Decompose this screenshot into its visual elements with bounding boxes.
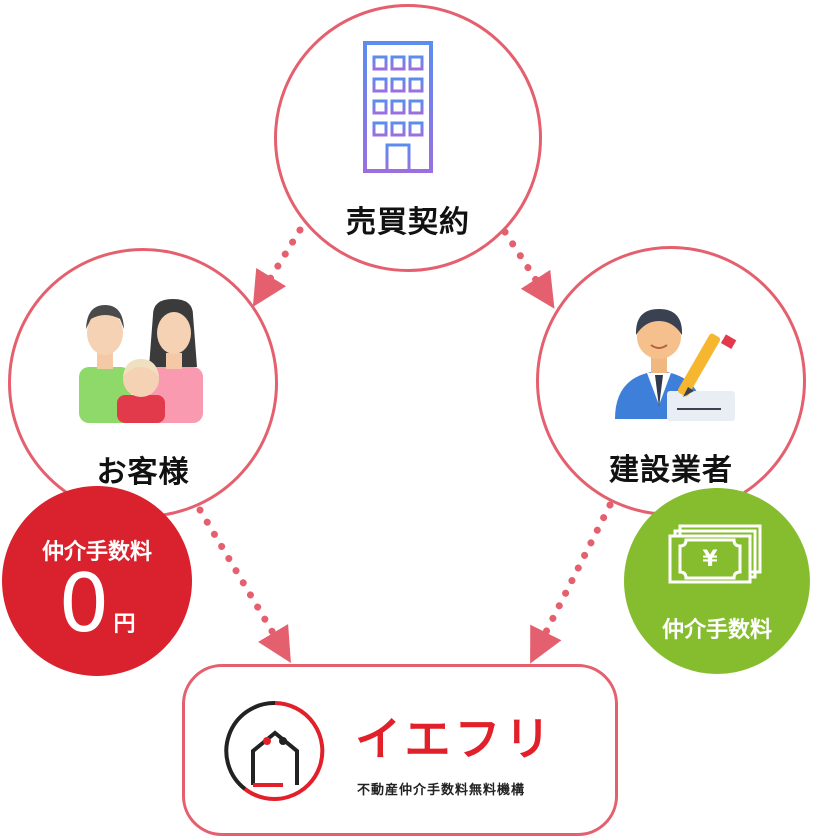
arrow-top-to-right [501, 228, 555, 309]
label-sales-contract: 売買契約 [346, 205, 470, 240]
label-contractor: 建設業者 [609, 453, 733, 488]
family-icon [79, 299, 203, 423]
label-customer: お客様 [96, 455, 190, 490]
contractor-signing-icon [615, 309, 737, 421]
arrow-left-to-brand [196, 506, 291, 664]
brand-box: イエフリ 不動産仲介手数料無料機構 [182, 664, 618, 836]
yen-banknotes-icon: ¥ [668, 524, 762, 584]
brand-subtitle: 不動産仲介手数料無料機構 [357, 783, 526, 798]
badge-commission-zero-amount: 0 [58, 557, 110, 650]
node-sales-contract: 売買契約 [274, 4, 542, 272]
svg-text:¥: ¥ [702, 547, 718, 572]
arrow-top-to-left [252, 226, 304, 307]
brand-name: イエフリ [355, 712, 555, 766]
badge-commission: ¥ 仲介手数料 [624, 488, 810, 674]
badge-commission-zero-title: 仲介手数料 [41, 540, 152, 565]
badge-commission-title: 仲介手数料 [661, 618, 772, 643]
badge-commission-zero-unit: 円 [113, 612, 136, 637]
node-contractor: 建設業者 [536, 246, 806, 516]
house-logo-icon [224, 700, 325, 801]
arrow-right-to-brand [530, 501, 614, 664]
building-icon [347, 41, 449, 174]
node-customer: お客様 [8, 248, 278, 518]
